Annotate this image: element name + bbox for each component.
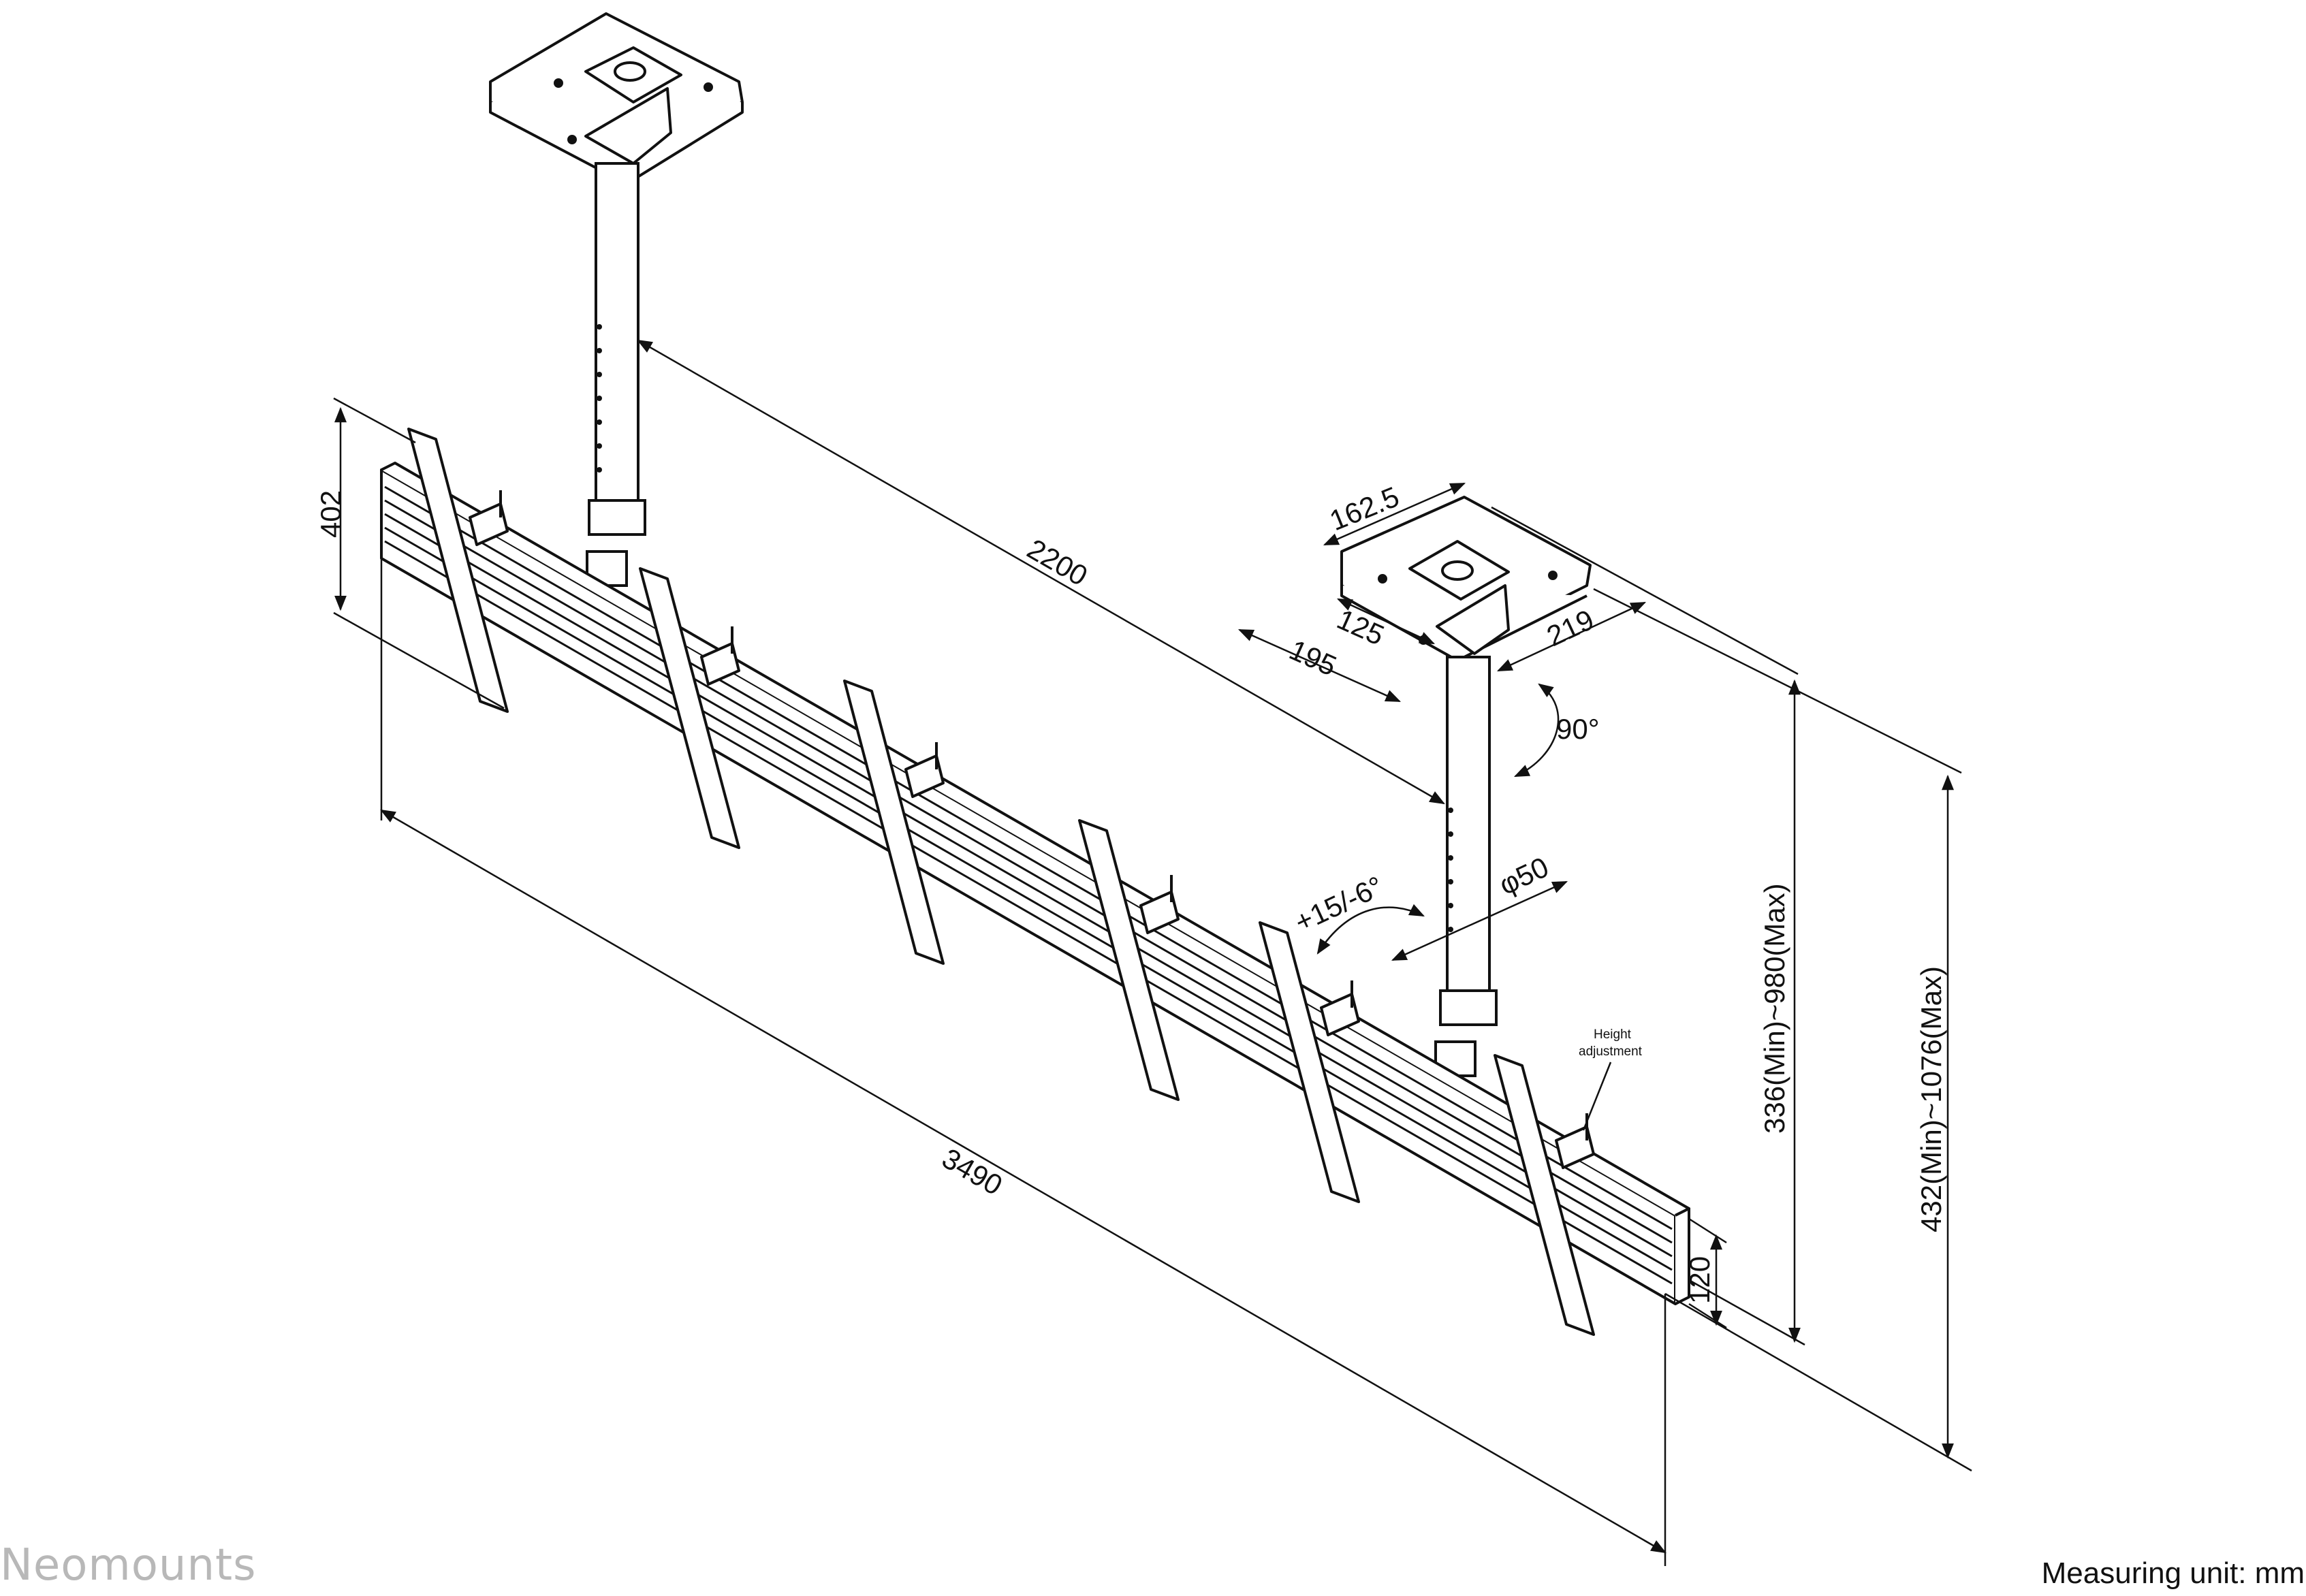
right-pole	[1434, 656, 1498, 1077]
height-adjustment-label-line1: Height	[1594, 1027, 1632, 1042]
left-pole	[586, 162, 646, 587]
brand-logo: Neomounts	[0, 1540, 257, 1591]
dim-plate-outer: 195	[1284, 633, 1341, 682]
dim-pole-distance: 2200	[1022, 532, 1093, 592]
dim-rotation: 90°	[1556, 713, 1600, 745]
measuring-unit-note: Measuring unit: mm	[2041, 1557, 2305, 1590]
tilt-bracket-1	[407, 428, 509, 713]
dim-height-range-total: 432(Min)~1076(Max)	[1915, 966, 1947, 1232]
dim-pole-diameter: φ50	[1494, 850, 1553, 901]
dimension-lines	[333, 339, 1972, 1566]
dim-tilt-height: 402	[315, 490, 347, 538]
left-pole-holes	[597, 324, 602, 473]
left-ceiling-plate	[489, 12, 744, 185]
dim-overall-length: 3490	[937, 1142, 1008, 1201]
height-adjustment-label-line2: adjustment	[1579, 1044, 1643, 1059]
dim-bar-height: 120	[1684, 1256, 1716, 1304]
dim-height-range-short: 336(Min)~980(Max)	[1758, 883, 1790, 1134]
